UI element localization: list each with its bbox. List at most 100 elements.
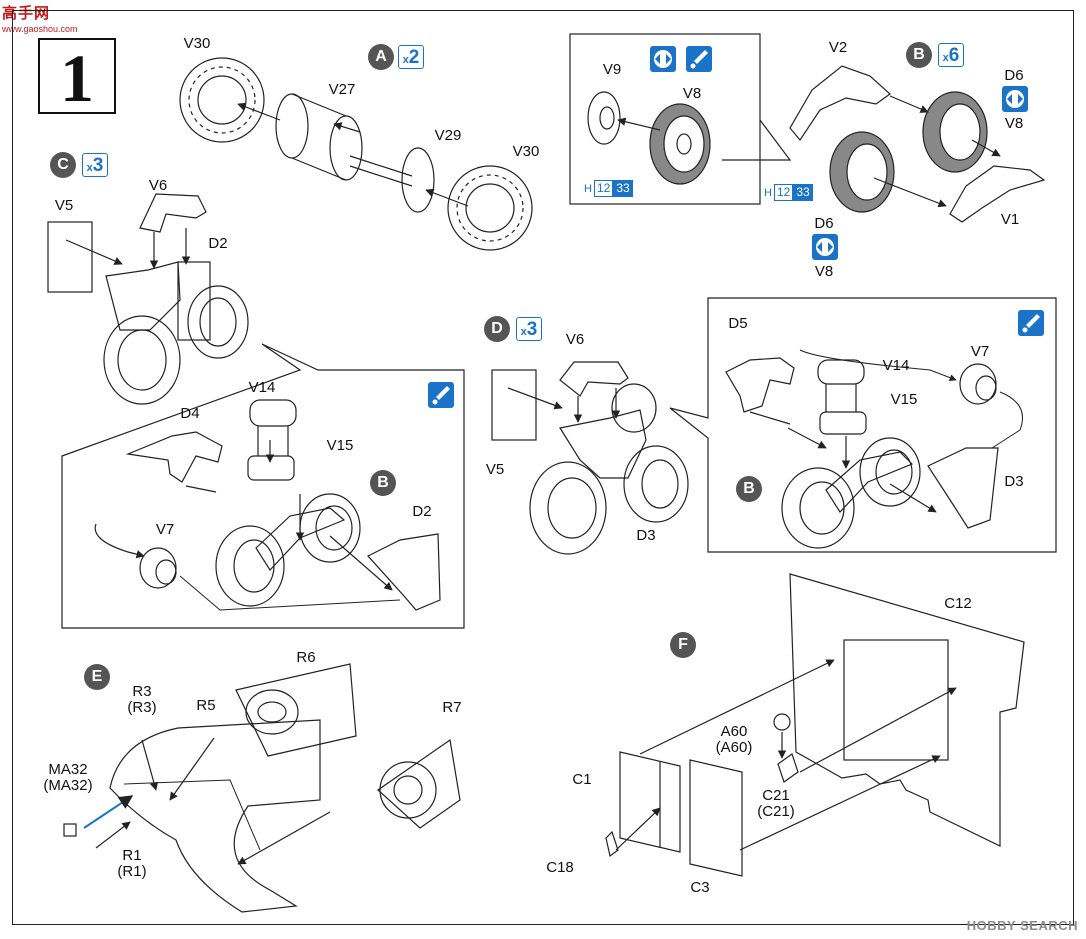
watermark-logo: 高手网 xyxy=(2,5,51,22)
step-number: 1 xyxy=(38,38,116,116)
ref-b-detail-d: B xyxy=(736,476,762,502)
multiplier-d: x3 xyxy=(516,317,542,341)
part-label: V30 xyxy=(183,35,211,52)
bogie-c-wheels xyxy=(215,493,361,607)
part-label: R7 xyxy=(442,699,462,716)
part-label: V15 xyxy=(326,437,354,454)
part-label: V8 xyxy=(1004,115,1024,132)
a60-bolt xyxy=(773,713,791,731)
part-label: R3 xyxy=(132,683,152,700)
part-label: C21 xyxy=(762,787,790,804)
part-label: C1 xyxy=(572,771,592,788)
v7-spring xyxy=(139,547,177,589)
road-wheel-pair xyxy=(829,91,988,213)
part-label: D3 xyxy=(636,527,656,544)
part-label: V7 xyxy=(970,343,990,360)
rear-hull-e xyxy=(109,719,321,913)
part-label: A60 xyxy=(720,723,748,740)
watermark-hobbysearch: HOBBY SEARCH xyxy=(966,918,1078,933)
part-label: (MA32) xyxy=(43,777,93,794)
part-label: MA32 xyxy=(48,761,88,778)
part-label: D6 xyxy=(814,215,834,232)
part-label: D4 xyxy=(180,405,200,422)
part-label: C18 xyxy=(546,859,574,876)
bogie-c-assembly xyxy=(47,193,249,405)
callout-a: A xyxy=(368,44,394,70)
callout-c: C xyxy=(50,152,76,178)
callout-f: F xyxy=(670,632,696,658)
part-label: (R3) xyxy=(127,699,157,716)
r7-hub xyxy=(377,738,461,829)
part-label: V29 xyxy=(434,127,462,144)
c1-plate xyxy=(619,751,681,853)
glue-icon xyxy=(1018,310,1044,336)
part-label: V6 xyxy=(148,177,168,194)
c18-pin xyxy=(605,830,619,858)
multiplier-a: x2 xyxy=(398,45,424,69)
callout-d: D xyxy=(484,316,510,342)
bogie-arm-v2 xyxy=(789,65,891,142)
d2-casing xyxy=(367,533,441,611)
part-label: (C21) xyxy=(757,803,795,820)
multiplier-b: x6 xyxy=(938,43,964,67)
part-label: V30 xyxy=(512,143,540,160)
part-label: D6 xyxy=(1004,67,1024,84)
part-label: V7 xyxy=(155,521,175,538)
part-label: V8 xyxy=(682,85,702,102)
part-label: V14 xyxy=(248,379,276,396)
watermark-url: www.gaoshou.com xyxy=(2,24,78,34)
attach-both-sides-icon xyxy=(650,46,676,72)
detail-box-d xyxy=(669,297,1057,553)
part-label: D3 xyxy=(1004,473,1024,490)
sprocket-left xyxy=(179,57,265,143)
bogie-d-wheels xyxy=(781,437,921,549)
v14-link xyxy=(249,399,297,456)
glue-icon xyxy=(686,46,712,72)
part-label: (A60) xyxy=(715,739,753,756)
part-label: V6 xyxy=(565,331,585,348)
bogie-arm-v1 xyxy=(949,165,1046,223)
glue-icon xyxy=(428,382,454,408)
part-label: R5 xyxy=(196,697,216,714)
part-label: V15 xyxy=(890,391,918,408)
detail-box-c xyxy=(61,343,465,629)
multiplier-c: x3 xyxy=(82,153,108,177)
v15-pivot-d xyxy=(819,411,867,435)
part-label: D2 xyxy=(412,503,432,520)
part-label: V2 xyxy=(828,39,848,56)
sprocket-drum xyxy=(275,93,363,181)
sprocket-hub xyxy=(349,147,435,213)
ma32-bracket xyxy=(63,823,77,837)
part-label: V5 xyxy=(54,197,74,214)
v7-spring-d xyxy=(959,363,997,405)
part-label: V14 xyxy=(882,357,910,374)
part-label: D5 xyxy=(728,315,748,332)
part-label: V8 xyxy=(814,263,834,280)
v14-link-d xyxy=(817,359,865,412)
page-frame xyxy=(12,10,1074,925)
part-label: R6 xyxy=(296,649,316,666)
part-label: V1 xyxy=(1000,211,1020,228)
attach-both-sides-icon xyxy=(812,234,838,260)
c3-plate xyxy=(689,759,743,877)
c21-clip xyxy=(777,753,799,783)
d5-bracket xyxy=(725,357,795,425)
detail-box-b xyxy=(569,33,761,205)
part-label: R1 xyxy=(122,847,142,864)
ref-b-detail-c: B xyxy=(370,470,396,496)
part-label: D2 xyxy=(208,235,228,252)
sprocket-right xyxy=(447,165,533,251)
part-label: V27 xyxy=(328,81,356,98)
part-label: V5 xyxy=(485,461,505,478)
callout-e: E xyxy=(84,664,110,690)
r6-plate xyxy=(235,663,357,757)
attach-both-sides-icon xyxy=(1002,86,1028,112)
callout-b: B xyxy=(906,42,932,68)
part-label: C12 xyxy=(944,595,972,612)
wheel-cap-v9 xyxy=(587,91,621,145)
d4-bracket xyxy=(125,431,223,493)
